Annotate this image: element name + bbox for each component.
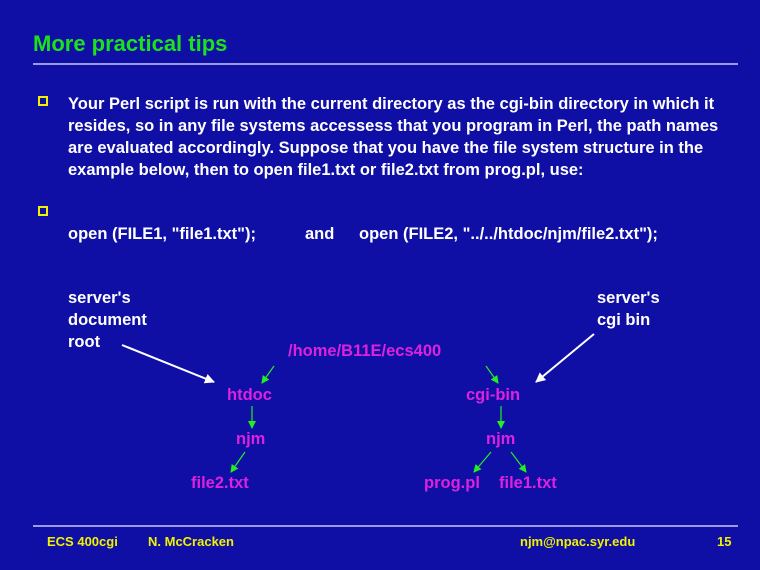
footer-author: N. McCracken <box>148 534 234 549</box>
code-open-file1: open (FILE1, "file1.txt"); <box>68 225 256 243</box>
slide-title: More practical tips <box>33 31 228 56</box>
arrow-njm-prog <box>473 451 492 473</box>
title-divider <box>33 63 738 65</box>
bullet-icon <box>38 206 48 216</box>
arrow-njm-file1 <box>510 451 527 473</box>
label-doc-root-2: document <box>68 311 147 329</box>
code-and: and <box>305 225 335 243</box>
label-doc-root-3: root <box>68 333 101 351</box>
node-file1: file1.txt <box>499 474 557 492</box>
label-cgi-bin-2: cgi bin <box>597 311 651 329</box>
node-file2: file2.txt <box>191 474 249 492</box>
arrow-njm-file2 <box>230 451 246 473</box>
label-doc-root-1: server's <box>68 289 131 307</box>
arrow-cgi-bin <box>535 333 595 383</box>
footer-divider <box>33 525 738 527</box>
code-open-file2: open (FILE2, "../../htdoc/njm/file2.txt"… <box>359 225 658 243</box>
footer-email: njm@npac.syr.edu <box>520 534 636 549</box>
footer-page-number: 15 <box>717 534 732 549</box>
node-htdoc: htdoc <box>227 386 272 404</box>
node-njm-left: njm <box>236 430 266 448</box>
tip-paragraph: Your Perl script is run with the current… <box>68 95 719 179</box>
arrow-doc-root <box>121 344 215 384</box>
node-njm-right: njm <box>486 430 516 448</box>
arrow-root-cgibin <box>485 365 499 384</box>
node-root-path: /home/B11E/ecs400 <box>288 342 442 360</box>
arrow-root-htdoc <box>261 365 275 384</box>
node-cgi-bin: cgi-bin <box>466 386 521 404</box>
label-cgi-bin-1: server's <box>597 289 660 307</box>
node-prog: prog.pl <box>424 474 480 492</box>
bullet-icon <box>38 96 48 106</box>
footer-course: ECS 400cgi <box>47 534 118 549</box>
